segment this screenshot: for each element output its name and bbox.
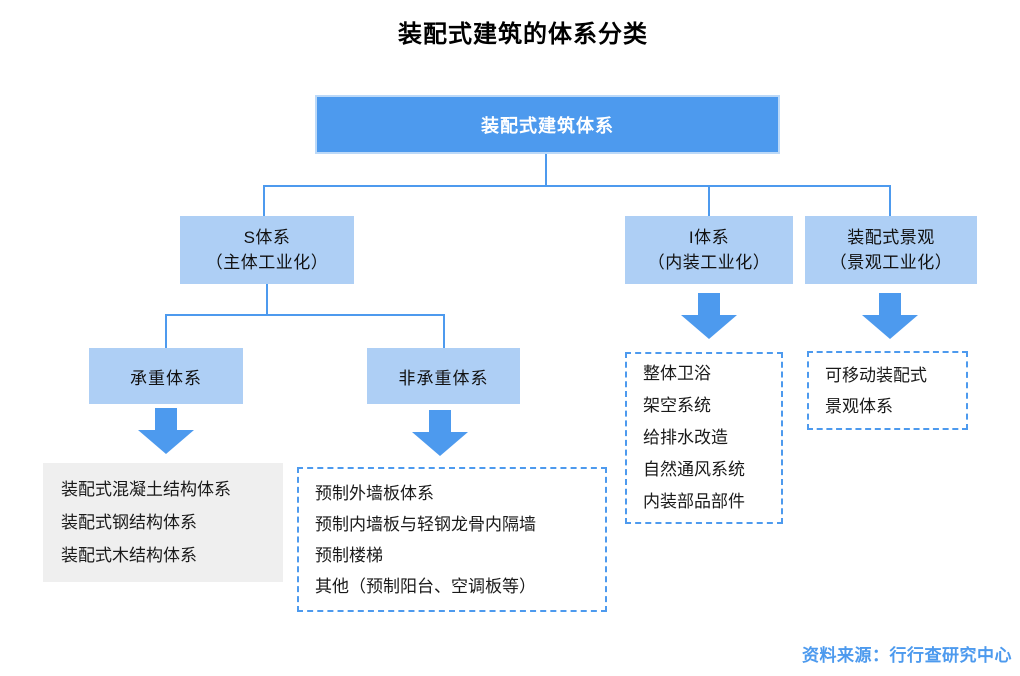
node-i-system-label-line2: （内装工业化） [647, 253, 771, 272]
node-root-label: 装配式建筑体系 [481, 115, 614, 136]
connector-line [165, 314, 445, 316]
connector-line [266, 284, 268, 315]
list-item: 预制楼梯 [315, 545, 383, 565]
down-arrow-icon [681, 293, 737, 339]
node-bearing: 承重体系 [89, 348, 243, 404]
list-item: 内装部品部件 [643, 492, 745, 511]
leaf-i-system-list: 整体卫浴 架空系统 给排水改造 自然通风系统 内装部品部件 [625, 352, 783, 524]
list-item: 其他（预制阳台、空调板等） [315, 576, 536, 596]
leaf-bearing-list: 装配式混凝土结构体系 装配式钢结构体系 装配式木结构体系 [43, 463, 283, 582]
node-landscape-label-line2: （景观工业化） [829, 253, 953, 272]
list-item: 整体卫浴 [643, 364, 711, 383]
connector-line [263, 186, 265, 216]
down-arrow-icon [138, 408, 194, 454]
diagram-title: 装配式建筑的体系分类 [398, 21, 648, 48]
list-item: 景观体系 [825, 396, 893, 416]
list-item: 装配式混凝土结构体系 [61, 480, 231, 499]
list-item: 预制外墙板体系 [315, 483, 434, 503]
node-non-bearing-label: 非承重体系 [398, 368, 489, 388]
leaf-non-bearing-list: 预制外墙板体系 预制内墙板与轻钢龙骨内隔墙 预制楼梯 其他（预制阳台、空调板等） [297, 467, 607, 612]
source-note: 资料来源：行行查研究中心 [802, 646, 1012, 665]
list-item: 可移动装配式 [825, 365, 927, 385]
down-arrow-icon [412, 410, 468, 456]
connector-line [889, 186, 891, 216]
node-landscape: 装配式景观 （景观工业化） [805, 216, 977, 284]
list-item: 给排水改造 [643, 428, 728, 447]
connector-line [545, 154, 547, 186]
connector-line [708, 186, 710, 216]
node-root: 装配式建筑体系 [315, 95, 780, 154]
node-s-system: S体系 （主体工业化） [180, 216, 354, 284]
node-s-system-label-line2: （主体工业化） [205, 253, 329, 272]
node-i-system-label-line1: I体系 [688, 227, 730, 247]
down-arrow-icon [862, 293, 918, 339]
node-s-system-label-line1: S体系 [243, 227, 291, 247]
node-i-system: I体系 （内装工业化） [625, 216, 793, 284]
node-bearing-label: 承重体系 [130, 368, 202, 388]
node-landscape-label-line1: 装配式景观 [847, 227, 935, 247]
node-non-bearing: 非承重体系 [367, 348, 520, 404]
list-item: 预制内墙板与轻钢龙骨内隔墙 [315, 514, 536, 534]
list-item: 架空系统 [643, 396, 711, 415]
leaf-landscape-list: 可移动装配式 景观体系 [807, 351, 968, 430]
list-item: 装配式木结构体系 [61, 546, 197, 565]
list-item: 自然通风系统 [643, 460, 745, 479]
connector-line [165, 315, 167, 348]
connector-line [443, 315, 445, 348]
list-item: 装配式钢结构体系 [61, 513, 197, 532]
connector-line [263, 185, 891, 187]
